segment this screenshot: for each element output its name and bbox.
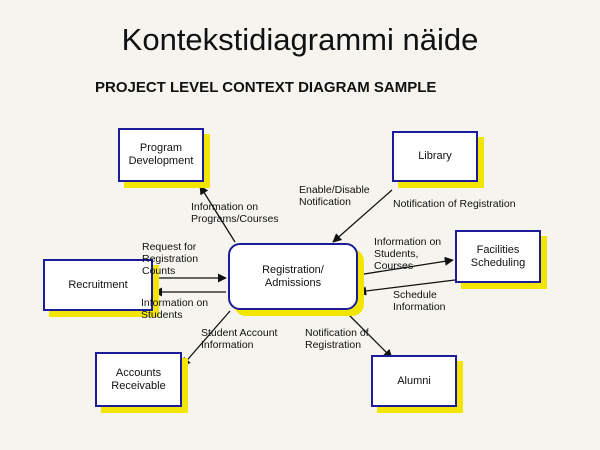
flow-label-student-account-information: Student Account Information [201,327,278,351]
flow-label-notification-of-registration-library: Notification of Registration [393,198,516,210]
arrow-facilities-out [357,279,456,296]
entity-alumni: Alumni [371,355,457,407]
arrow-alumni [344,310,393,359]
flow-label-request-registration-counts: Request for Registration Counts [142,241,199,277]
registration-admissions-process: Registration/ Admissions [228,243,358,310]
arrow-library [332,189,393,243]
entity-recruitment: Recruitment [43,259,153,311]
entity-facilities-scheduling: Facilities Scheduling [455,230,541,283]
flow-label-enable-disable-notification: Enable/Disable Notification [299,184,370,208]
arrow-facilities-in [357,256,454,276]
entity-program-development: Program Development [118,128,204,182]
entity-library: Library [392,131,478,182]
arrow-accounts-receivable [181,310,231,367]
arrow-program-development [199,185,236,243]
slide-title: Kontekstidiagrammi näide [121,22,479,57]
flow-label-schedule-information: Schedule Information [393,289,446,313]
entity-accounts-receivable: Accounts Receivable [95,352,182,407]
flow-label-info-programs-courses: Information on Programs/Courses [191,201,279,225]
flow-label-info-on-students-courses: Information on Students, Courses [374,236,442,272]
flow-label-info-on-students-recruitment: Information on Students [141,297,209,321]
diagram-subtitle: PROJECT LEVEL CONTEXT DIAGRAM SAMPLE [95,79,437,96]
flow-label-notification-of-registration-alumni: Notification of Registration [305,327,369,351]
